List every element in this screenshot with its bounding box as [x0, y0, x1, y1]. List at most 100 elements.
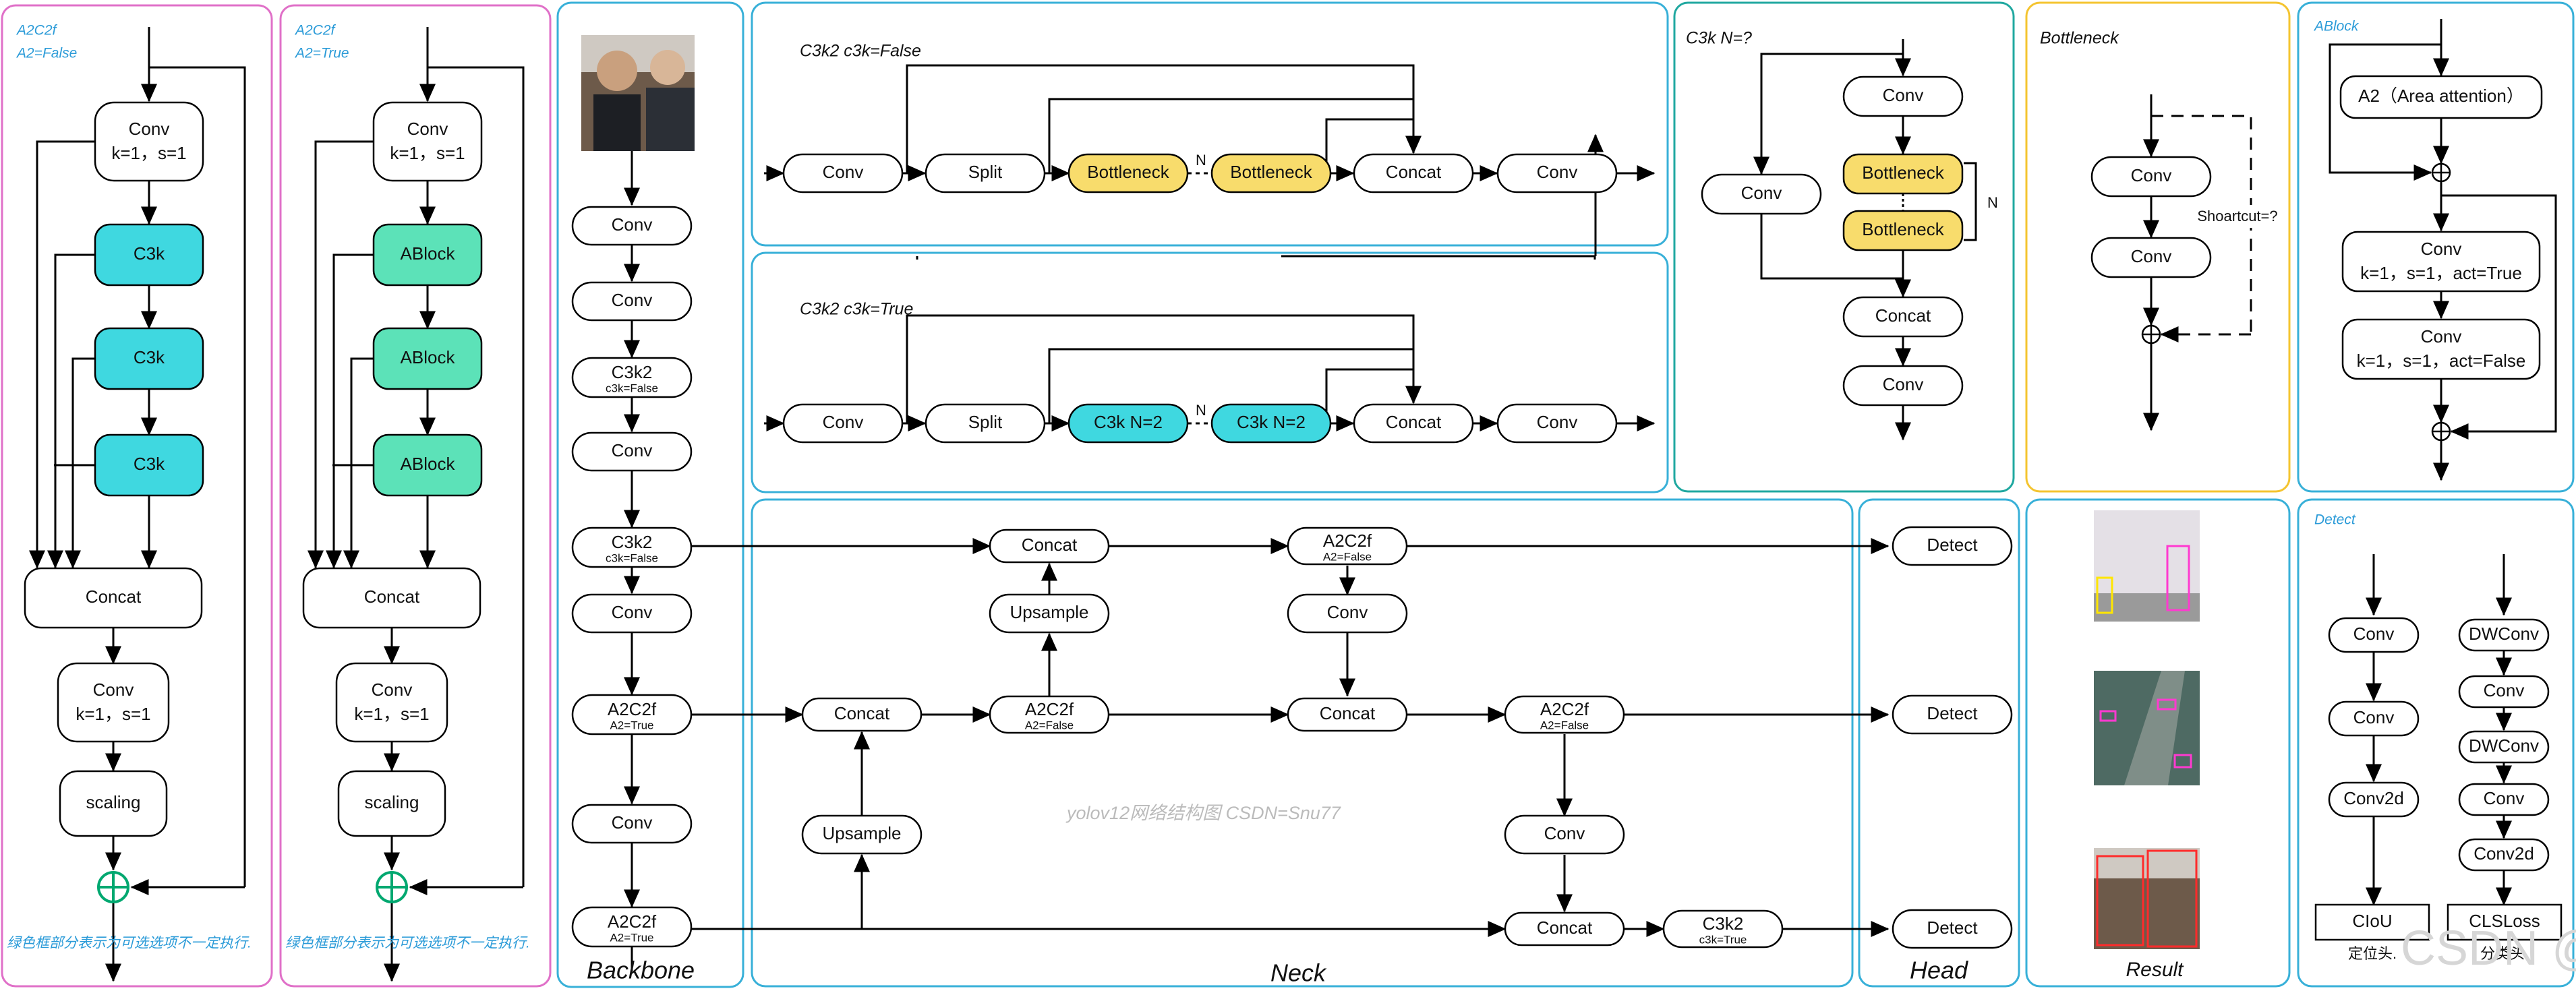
c3k-conv-top-label: Conv — [1883, 85, 1924, 105]
c3k2_false-concat — [1353, 153, 1474, 193]
ablock-skip-2 — [2441, 194, 2557, 440]
neck-concat-bottom — [1504, 911, 1625, 946]
neck-c3k2-bottom-sub: c3k=True — [1699, 933, 1747, 946]
result-image-2-box-1 — [2157, 698, 2177, 711]
c3k2_false-conv1 — [782, 153, 904, 193]
detect-left-node-1-label: Conv — [2353, 624, 2395, 644]
c3k2_true-skip-a — [906, 314, 1422, 423]
c3k-conv-bottom-label: Conv — [1883, 374, 1924, 394]
detect-right-node-4-label: Conv — [2484, 788, 2525, 808]
c3k-title: C3k N=? — [1686, 29, 1752, 48]
a2c2f_true-conv-bottom-line1: Conv — [372, 680, 413, 700]
c3k-concat-label: Concat — [1875, 305, 1931, 326]
backbone-node-3-sub: c3k=False — [606, 382, 658, 394]
neck-upsample-top — [989, 593, 1110, 634]
a2c2f_true-shortcut-line — [428, 66, 525, 887]
c3k2_true-n-label: N — [1196, 402, 1206, 419]
c3k2_true-block2 — [1210, 403, 1332, 444]
a2c2f_false-scaling-label: scaling — [86, 792, 141, 812]
result-image-1-ground — [2094, 593, 2200, 622]
c3k-conv-side-label: Conv — [1741, 183, 1782, 203]
a2c2f_false-concat — [24, 567, 203, 629]
neck-a2c2f-mid-label: A2C2f — [1025, 699, 1074, 719]
a2c2f_true-conv-top-line2: k=1，s=1 — [390, 143, 465, 163]
backbone-node-8-label: Conv — [612, 812, 653, 833]
ablock-skip-1 — [2329, 43, 2441, 181]
c3k2_false-n-label: N — [1196, 152, 1206, 169]
c3k2_true-conv2-label: Conv — [1537, 412, 1578, 432]
a2c2f_false-skip-3 — [65, 357, 95, 569]
detect-left-node-2-label: Conv — [2353, 707, 2395, 727]
a2c2f_true-scaling-label: scaling — [365, 792, 419, 812]
ablock-conv-2 — [2341, 318, 2541, 380]
a2c2f_false-concat-label: Concat — [86, 586, 142, 607]
neck-conv-right — [1504, 814, 1625, 855]
c3k2_true-conv1 — [782, 403, 904, 444]
a2c2f_false-block-2 — [94, 327, 204, 390]
neck-concat-mid-right — [1287, 697, 1408, 732]
a2c2f_true-note: 绿色框部分表示为可选选项不一定执行. — [285, 936, 530, 951]
c3k2_true-concat — [1353, 403, 1474, 444]
a2c2f_true-skip-1 — [308, 140, 374, 569]
ciou-label: CIoU — [2352, 911, 2392, 931]
neck-a2c2f-right-sub: A2=False — [1540, 719, 1589, 731]
neck-watermark: yolov12网络结构图 CSDN=Snu77 — [1065, 803, 1341, 823]
a2c2f_false-conv-top-line2: k=1，s=1 — [111, 143, 186, 163]
detect-left-node-1 — [2328, 617, 2420, 653]
a2c2f_false-block-3-label: C3k — [134, 454, 165, 474]
c3k2_false-split — [925, 153, 1046, 193]
c3k2_true-block1 — [1067, 403, 1189, 444]
neck-a2c2f-top-label: A2C2f — [1323, 531, 1372, 551]
ablock-conv-2-line2: k=1，s=1，act=False — [2357, 351, 2526, 371]
neck-a2c2f-right — [1504, 695, 1625, 734]
c3k2_true-conv2 — [1496, 403, 1618, 444]
c3k2_false-title: C3k2 c3k=False — [800, 42, 921, 61]
result-image-1-box-2 — [2096, 576, 2113, 614]
bottleneck-conv-2-label: Conv — [2131, 246, 2172, 266]
c3k-bottleneck-1 — [1842, 153, 1964, 195]
ablock-conv-2-line1: Conv — [2421, 326, 2462, 347]
c3k-side-in — [1753, 53, 1903, 175]
a2c2f_false-conv-bottom — [57, 662, 170, 743]
input-image-suit2 — [646, 88, 695, 151]
a2c2f_true-add-circle-plus — [377, 872, 407, 902]
backbone-node-2-label: Conv — [612, 290, 653, 310]
ablock-title: ABlock — [2313, 19, 2360, 34]
backbone-node-9 — [571, 906, 693, 948]
neck-concat-mid-right-label: Concat — [1320, 703, 1376, 723]
result-image-3-box-1 — [2096, 855, 2144, 946]
c3k2_false-block1-label: Bottleneck — [1087, 162, 1169, 182]
c3k2_true-title: C3k2 c3k=True — [800, 300, 913, 319]
a2c2f_false-block-1-label: C3k — [134, 243, 165, 264]
backbone-node-2 — [571, 281, 693, 322]
bottleneck-title: Bottleneck — [2040, 29, 2119, 48]
detect-right-node-2-label: Conv — [2484, 680, 2525, 700]
result-image-3-box-2 — [2146, 849, 2198, 948]
neck-conv-mid-label: Conv — [1327, 602, 1368, 622]
neck-concat-bottom-label: Concat — [1537, 917, 1593, 938]
c3k-side-out — [1760, 214, 1904, 297]
result-image-2-box-2 — [2173, 754, 2192, 769]
a2c2f_false-subtitle: A2=False — [16, 46, 77, 61]
neck-concat-top — [989, 529, 1110, 564]
c3k2_false-skip-b — [1048, 98, 1413, 173]
neck-a2c2f-mid — [989, 695, 1110, 734]
result-image-2-box-3 — [2099, 710, 2117, 722]
detect-right-node-5-label: Conv2d — [2473, 843, 2534, 864]
detect-right-node-3 — [2458, 730, 2550, 764]
head-detect-2 — [1892, 694, 2013, 735]
head-detect-3 — [1892, 909, 2013, 949]
backbone-node-9-label: A2C2f — [608, 911, 657, 932]
c3k2_false-conv2 — [1496, 153, 1618, 193]
a2c2f_true-block-1-label: ABlock — [401, 243, 456, 264]
neck-conv-mid — [1287, 593, 1408, 634]
a2c2f_false-note: 绿色框部分表示为可选选项不一定执行. — [7, 936, 252, 951]
a2c2f_false-scaling — [59, 770, 168, 837]
csdn-watermark: CSDN @Snu77 — [2401, 922, 2576, 975]
c3k2_true-concat-label: Concat — [1386, 412, 1442, 432]
c3k2_false-skip-a — [906, 64, 1422, 173]
neck-upsample-top-label: Upsample — [1009, 602, 1088, 622]
backbone-node-3 — [571, 357, 693, 398]
backbone-node-6-label: Conv — [612, 602, 653, 622]
